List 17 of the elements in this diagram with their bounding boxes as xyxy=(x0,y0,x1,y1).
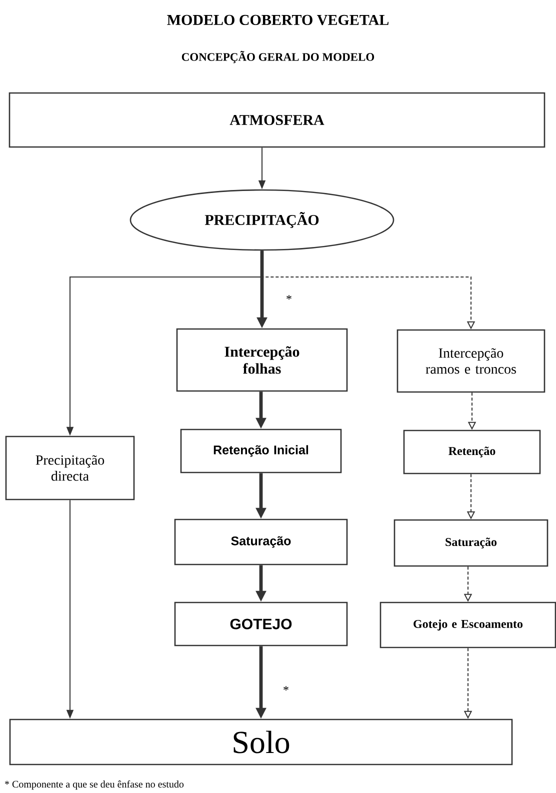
process-box: ATMOSFERA xyxy=(8,92,546,148)
subtitle: CONCEPÇÃO GERAL DO MODELO xyxy=(182,50,374,64)
process-box: Intercepção ramos e troncos xyxy=(396,329,546,393)
process-box: Intercepção folhas xyxy=(176,328,348,392)
process-box: GOTEJO xyxy=(174,602,348,646)
ellipse-node: PRECIPITAÇÃO xyxy=(130,189,394,251)
asterisk: * xyxy=(286,295,292,300)
process-box: Saturação xyxy=(394,519,548,567)
process-box: Saturação xyxy=(174,518,348,566)
process-box: Precipitação directa xyxy=(5,436,135,500)
process-box: Retenção Inicial xyxy=(180,428,342,474)
process-box: Gotejo e Escoamento xyxy=(380,602,556,648)
process-box: Retenção xyxy=(403,430,541,474)
asterisk: * xyxy=(284,686,288,690)
title: MODELO COBERTO VEGETAL xyxy=(167,14,389,26)
footnote: * Componente a que se deu ênfase no estudo xyxy=(5,780,184,790)
process-box: Solo xyxy=(9,718,513,766)
